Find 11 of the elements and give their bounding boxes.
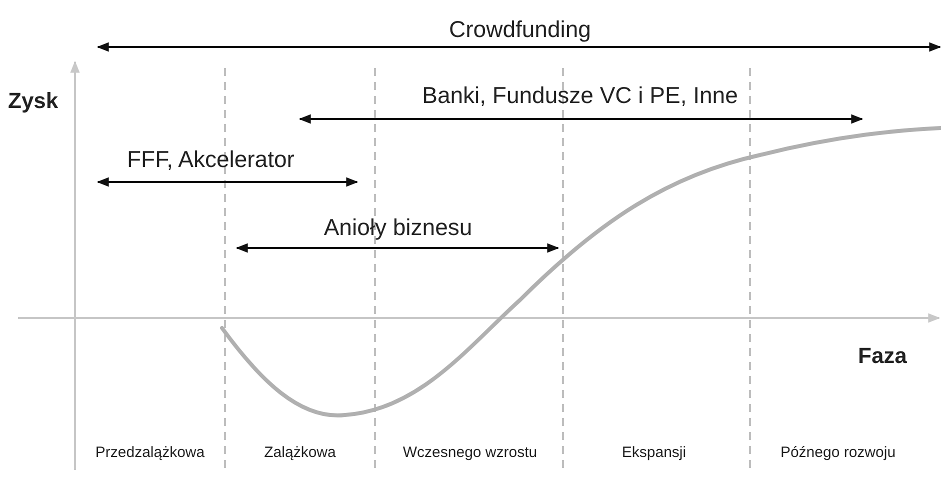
phase-label: Ekspansji <box>622 445 686 460</box>
phase-label: Zalążkowa <box>264 445 336 460</box>
phase-label: Późnego rozwoju <box>780 445 896 460</box>
range-label: Crowdfunding <box>449 18 591 41</box>
range-label: Anioły biznesu <box>324 216 472 239</box>
range-label: FFF, Akcelerator <box>127 148 294 171</box>
axis-label: Zysk <box>8 90 58 112</box>
axis-label: Faza <box>858 345 907 367</box>
phase-label: Przedzalążkowa <box>95 445 205 460</box>
phase-label: Wczesnego wzrostu <box>402 445 538 460</box>
range-label: Banki, Fundusze VC i PE, Inne <box>422 84 738 107</box>
